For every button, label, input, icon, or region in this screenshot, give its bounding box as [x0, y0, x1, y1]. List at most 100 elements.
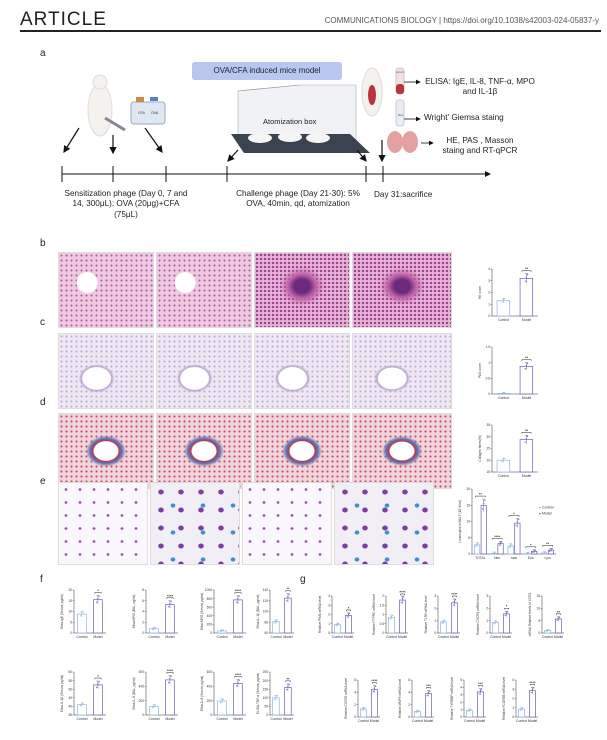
data-point — [80, 705, 82, 707]
data-point — [526, 274, 529, 276]
data-point — [170, 600, 172, 603]
x-tick-label: Control — [386, 635, 397, 639]
data-point — [453, 601, 456, 603]
y-tick-label: 400 — [139, 685, 145, 689]
data-point — [525, 364, 527, 366]
significance-bracket — [525, 546, 537, 549]
significance-label: **** — [494, 534, 501, 539]
significance-label: * — [530, 542, 532, 547]
significance-label: *** — [426, 683, 431, 688]
y-tick-label: 6 — [408, 678, 410, 682]
data-point — [222, 629, 224, 631]
data-point — [507, 611, 509, 613]
y-tick-label: 1 — [328, 622, 330, 626]
data-point — [152, 706, 154, 709]
data-point — [286, 689, 288, 691]
significance-label: ** — [525, 355, 529, 360]
y-tick-label: 50 — [264, 705, 268, 709]
data-point — [286, 600, 288, 602]
data-point — [475, 545, 477, 547]
y-tick-label: 0 — [460, 715, 462, 719]
data-point — [504, 614, 506, 617]
panel-label-e: e — [40, 476, 46, 487]
y-tick-label: 15 — [466, 503, 470, 507]
x-tick-label: TOTAL — [475, 556, 486, 560]
data-point — [503, 457, 506, 460]
y-tick-label: 5 — [460, 678, 462, 682]
data-point — [81, 703, 83, 705]
x-tick-label: Control — [358, 719, 369, 723]
data-point — [501, 460, 503, 463]
bar — [77, 613, 87, 634]
panel-label-c: c — [40, 317, 45, 328]
y-tick-label: 2 — [408, 703, 410, 707]
y-axis-label: Elisa-MPO (Serum, pg/ml) — [200, 593, 204, 630]
significance-bracket — [94, 592, 102, 594]
y-tick-label: 25 — [486, 447, 490, 451]
data-point — [534, 549, 536, 551]
pas-control-low — [58, 333, 154, 409]
y-tick-label: 50 — [68, 687, 72, 691]
data-point — [237, 681, 239, 683]
y-tick-label: 10 — [466, 520, 470, 524]
data-point — [499, 542, 502, 544]
y-axis-label: Relative CXCR2 mRNA level — [344, 678, 348, 719]
data-point — [468, 709, 471, 711]
significance-label: **** — [451, 592, 458, 597]
panel-label-d: d — [40, 397, 46, 408]
data-point — [338, 622, 340, 625]
data-point — [362, 707, 365, 710]
data-point — [347, 614, 350, 616]
y-tick-label: 4 — [408, 691, 410, 695]
data-point — [528, 552, 530, 554]
bar — [425, 693, 432, 718]
x-tick-label: Model — [165, 635, 174, 639]
panel-label-g: g — [300, 574, 306, 585]
data-point — [477, 542, 479, 544]
significance-label: ** — [479, 492, 483, 497]
data-point — [479, 690, 482, 692]
significance-label: ** — [286, 676, 290, 681]
significance-label: * — [506, 604, 508, 609]
bar — [480, 504, 487, 555]
significance-label: * — [97, 674, 99, 679]
y-tick-label: 1 — [382, 613, 384, 617]
data-point — [524, 368, 526, 370]
data-point — [389, 618, 391, 620]
x-tick-label: Control — [516, 719, 527, 723]
x-tick-label: Control — [271, 635, 282, 639]
y-tick-label: 600 — [207, 670, 213, 674]
x-tick-label: Control — [498, 318, 509, 322]
y-tick-label: 0 — [142, 631, 144, 635]
legend-marker — [539, 506, 541, 509]
bar — [93, 684, 103, 716]
significance-label: * — [97, 588, 99, 593]
bar — [233, 599, 243, 634]
y-axis-label: Elisa-IL-1β (Serum, pg/ml) — [60, 675, 64, 712]
data-point — [169, 602, 171, 604]
data-point — [401, 598, 404, 600]
x-tick-label: Control — [217, 635, 228, 639]
mouse-dissected-icon — [361, 67, 383, 117]
data-point — [346, 616, 348, 618]
data-point — [501, 301, 503, 303]
data-point — [238, 595, 240, 598]
y-tick-label: 1 — [488, 302, 490, 306]
he-control-low — [58, 252, 154, 328]
x-tick-label: Model — [554, 635, 563, 639]
masson-model-high — [352, 413, 452, 489]
x-tick-label: Model — [502, 635, 511, 639]
y-tick-label: 0 — [468, 552, 470, 556]
y-tick-label: 4 — [354, 691, 356, 695]
y-axis-label: Elisa-IL-1β (BAL, pg/ml) — [256, 595, 260, 629]
y-tick-label: 15 — [68, 599, 72, 603]
data-point — [418, 709, 420, 712]
